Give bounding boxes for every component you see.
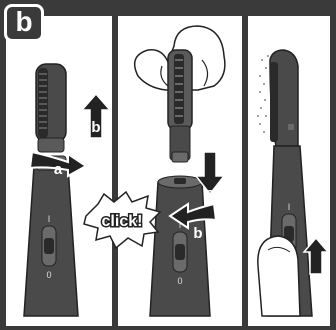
pull-up-arrow-label: b — [91, 119, 100, 136]
step1-illustration: I 0 a b — [6, 16, 112, 326]
step-badge-letter: b — [7, 7, 41, 39]
trimmed-hair-dots — [257, 55, 269, 133]
step-panel-remove-head: I 0 a b — [6, 16, 112, 326]
trimmer-head — [36, 64, 66, 152]
trimmer-head — [270, 50, 298, 146]
switch-on-mark: I — [48, 214, 51, 224]
step-panel-trim: I — [248, 16, 330, 326]
twist-arrow-label: a — [54, 161, 63, 178]
push-down-arrow-label: a — [206, 185, 215, 202]
trimmer-body — [150, 176, 210, 316]
step-panel-attach-head: I 0 a b — [118, 16, 242, 326]
step2-illustration: I 0 a b — [118, 16, 242, 326]
twist-lock-arrow-label: b — [193, 225, 202, 242]
figure-header-bar — [0, 0, 336, 16]
step3-illustration: I — [248, 16, 330, 326]
replacement-head — [168, 50, 192, 162]
trimmer-body — [24, 156, 78, 316]
switch-off-mark: 0 — [177, 276, 182, 286]
thumb — [258, 236, 300, 316]
switch-on-mark: I — [288, 202, 291, 212]
step-badge: b — [4, 4, 44, 42]
switch-off-mark: 0 — [46, 270, 51, 280]
